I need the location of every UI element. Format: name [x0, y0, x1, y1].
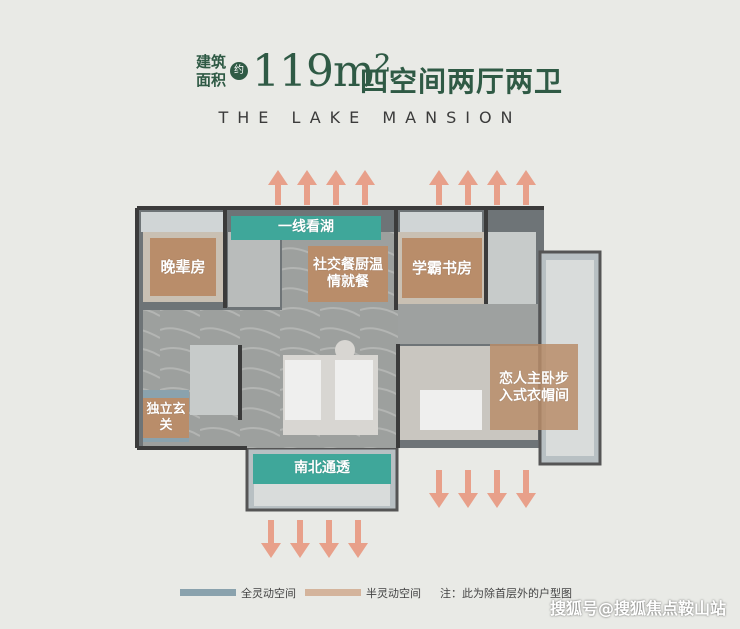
- legend-swatch-full: [180, 589, 236, 596]
- arrow-up-icon: [268, 170, 536, 205]
- study-room-flex-area: [402, 238, 482, 298]
- legend-full-label: 全灵动空间: [241, 587, 296, 600]
- title-prefix-line2: 面积: [196, 71, 227, 89]
- top-arrows: [268, 170, 536, 205]
- master-suite-label: 恋人主卧步入式衣帽间: [499, 370, 569, 405]
- approx-badge: 约: [230, 62, 248, 80]
- legend-swatch-semi: [305, 589, 361, 596]
- title-prefix-line1: 建筑: [196, 53, 227, 71]
- through-ventilation-label: 南北通透: [254, 455, 390, 483]
- elder-room-flex-area: [150, 238, 216, 296]
- layout-title: 四空间两厅两卫: [360, 65, 564, 98]
- legend-note: 注：此为除首层外的户型图: [440, 587, 572, 600]
- elder-room-label: 晚辈房: [160, 257, 206, 276]
- bottom-arrows: [261, 470, 536, 558]
- title: 建筑 面积 约 119m² 四空间两厅两卫: [0, 40, 740, 100]
- area-value: 119m²: [252, 46, 391, 97]
- entrance-label: 独立玄关: [143, 398, 189, 438]
- study-room-label: 学霸书房: [411, 258, 472, 277]
- subtitle: THE LAKE MANSION: [218, 108, 522, 127]
- lake-view-label: 一线看湖: [232, 217, 380, 239]
- kitchen-dining-label: 社交餐厨温情就餐: [308, 246, 388, 302]
- watermark: 搜狐号@搜狐焦点鞍山站: [549, 599, 726, 618]
- legend-semi-label: 半灵动空间: [366, 587, 421, 600]
- master-suite-flex-area: [490, 344, 578, 430]
